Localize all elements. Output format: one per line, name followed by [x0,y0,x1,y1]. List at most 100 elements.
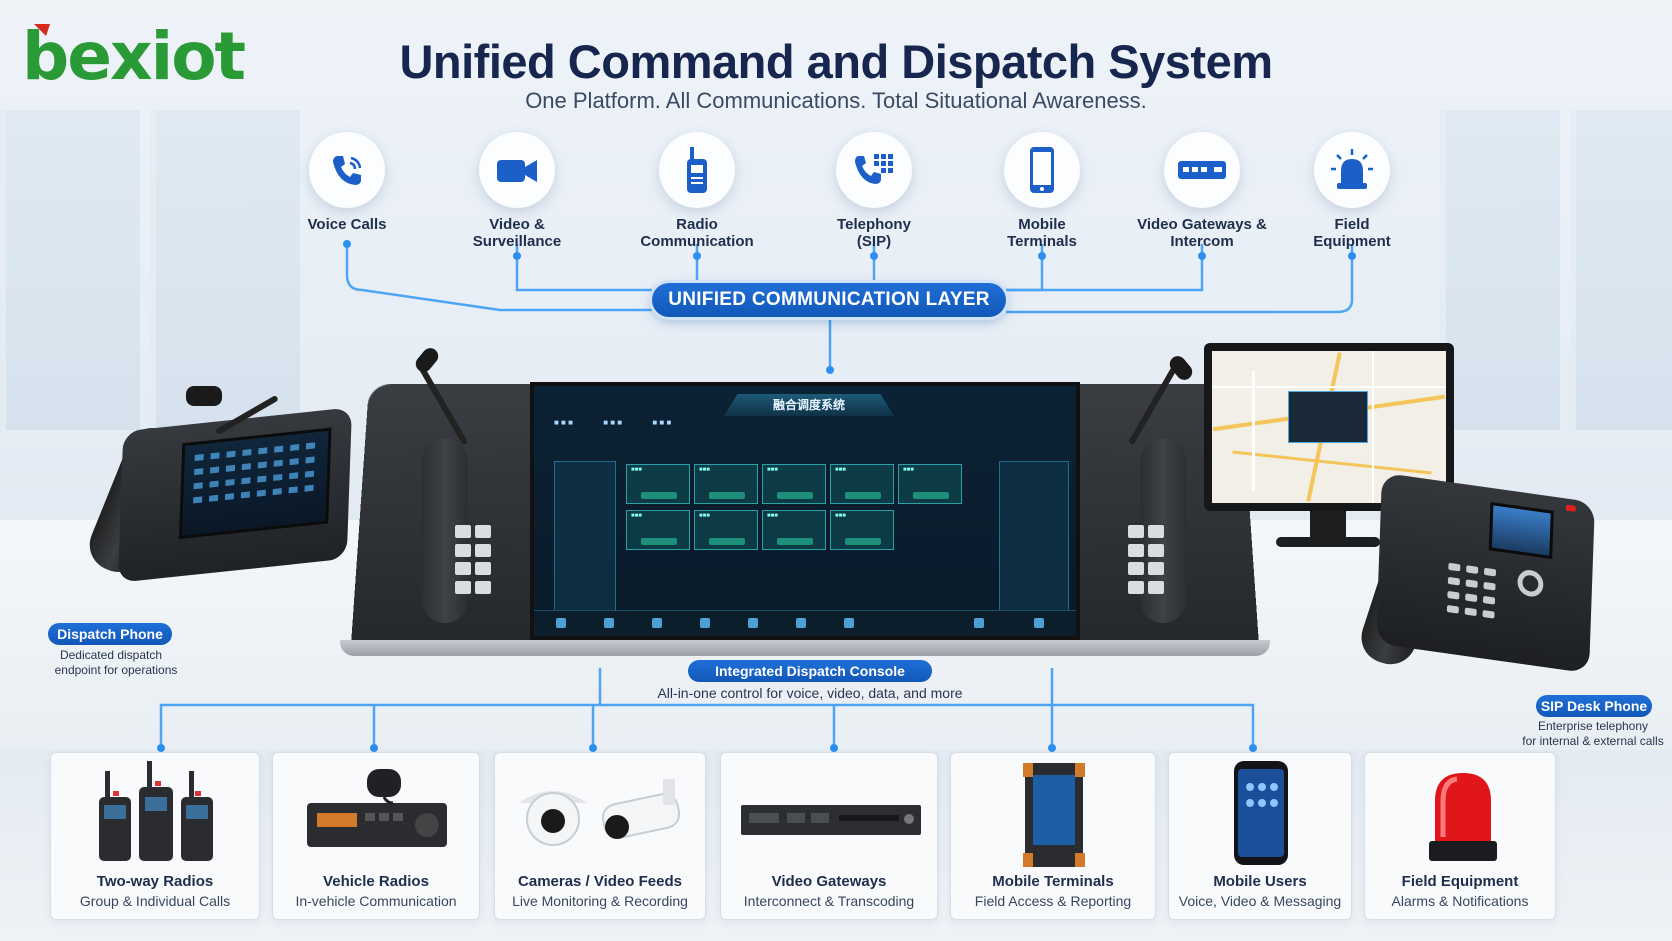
screen-tile[interactable]: ■■■ [830,510,894,550]
security-cameras-icon [519,779,681,846]
source-video-surveillance: Video & Surveillance [442,132,592,250]
endpoint-subtitle: Voice, Video & Messaging [1178,893,1342,909]
vehicle-radio-icon [307,769,447,847]
screen-tile[interactable]: ■■■ [762,510,826,550]
screen-tile[interactable]: ■■■ [626,464,690,504]
endpoint-subtitle: Field Access & Reporting [974,893,1132,909]
screen-tile[interactable]: ■■■ [694,464,758,504]
source-label: Field Equipment [1313,216,1391,250]
page-title: Unified Command and Dispatch System [399,35,1273,88]
endpoint-card-mobile-users: Mobile Users Voice, Video & Messaging [1168,752,1352,920]
sip-phone-nav-ring[interactable] [1517,568,1544,599]
background-window [0,110,140,430]
endpoint-title: Mobile Users [1213,873,1307,890]
toolbar-icon[interactable] [556,618,566,628]
dispatch-phone-badge: Dispatch Phone [48,623,172,645]
sip-phone-screen[interactable] [1488,502,1554,560]
gateway-device-icon [1178,161,1226,179]
screen-bottom-toolbar[interactable] [534,610,1076,636]
console-caption: All-in-one control for voice, video, dat… [657,685,963,701]
toolbar-icon[interactable] [652,618,662,628]
toolbar-icon[interactable] [844,618,854,628]
endpoint-card-video-gateways: Video Gateways Interconnect & Transcodin… [720,752,938,920]
dispatch-console-screen[interactable]: 融合调度系统 ■ ■ ■ ■ ■ ■ ■ ■ ■ ■■■ ■■■ ■■■ ■■■… [530,382,1080,640]
source-label: Video Gateways & Intercom [1137,216,1267,250]
endpoint-subtitle: In-vehicle Communication [295,893,457,909]
toolbar-icon[interactable] [796,618,806,628]
source-voice-calls: Voice Calls [272,132,422,233]
sip-phone-caption-line1: Enterprise telephony [1537,719,1649,733]
sip-desk-phone-badge: SIP Desk Phone [1536,695,1652,717]
background-window [150,110,300,430]
source-field-equipment: Field Equipment [1277,132,1427,250]
background-window [1440,110,1560,430]
dispatch-phone-mic [186,386,222,406]
endpoint-title: Video Gateways [771,873,887,890]
screen-title: 融合调度系统 [724,394,894,416]
screen-tile[interactable]: ■■■ [762,464,826,504]
endpoint-subtitle: Live Monitoring & Recording [512,893,688,909]
console-keypad-right[interactable] [1128,525,1164,595]
icon-circle [836,132,912,208]
screen-right-panel [999,461,1069,611]
endpoint-title: Mobile Terminals [992,873,1114,890]
monitor-foot [1276,537,1380,547]
endpoint-subtitle: Interconnect & Transcoding [743,893,915,909]
source-video-gateways-intercom: Video Gateways & Intercom [1127,132,1277,250]
endpoint-title: Two-way Radios [96,873,214,890]
screen-tile[interactable]: ■■■ [626,510,690,550]
toolbar-icon[interactable] [748,618,758,628]
phone-call-icon [333,156,362,185]
endpoint-title: Cameras / Video Feeds [518,873,682,890]
toolbar-icon[interactable] [700,618,710,628]
icon-circle [1004,132,1080,208]
console-keypad-left[interactable] [455,525,491,595]
screen-tile[interactable]: ■■■ [898,464,962,504]
integrated-dispatch-console-badge: Integrated Dispatch Console [688,660,932,682]
endpoint-title: Vehicle Radios [323,873,429,890]
logo-leaf-icon [34,24,50,36]
source-label: Telephony (SIP) [837,216,911,250]
source-radio-communication: Radio Communication [622,132,772,250]
logo-text: bexiot [22,18,246,95]
background-window [1570,110,1672,430]
red-alarm-beacon-icon [1429,773,1497,861]
endpoint-subtitle: Alarms & Notifications [1391,893,1529,909]
smartphone-app-icon [1234,761,1288,865]
screen-tab[interactable]: ■ ■ ■ [652,418,672,427]
endpoint-subtitle: Group & Individual Calls [79,893,231,909]
icon-circle [1164,132,1240,208]
video-camera-icon [497,160,537,182]
sip-phone-led [1565,504,1576,512]
endpoint-card-mobile-terminals: Mobile Terminals Field Access & Reportin… [950,752,1156,920]
screen-tile[interactable]: ■■■ [694,510,758,550]
source-label: Mobile Terminals [1007,216,1077,250]
page-subtitle: One Platform. All Communications. Total … [525,88,1147,113]
source-label: Video & Surveillance [472,216,562,250]
icon-circle [659,132,735,208]
screen-tab[interactable]: ■ ■ ■ [554,418,573,427]
dispatch-phone-caption-line2: endpoint for operations [54,663,178,677]
dispatch-phone-device [117,407,353,583]
toolbar-icon[interactable] [974,618,984,628]
screen-tab-strip[interactable]: ■ ■ ■ ■ ■ ■ ■ ■ ■ [554,418,699,427]
map-popup-panel[interactable] [1288,391,1368,443]
endpoint-card-cameras: Cameras / Video Feeds Live Monitoring & … [494,752,706,920]
toolbar-icon[interactable] [1034,618,1044,628]
endpoint-card-field-equipment: Field Equipment Alarms & Notifications [1364,752,1556,920]
screen-tab[interactable]: ■ ■ ■ [603,418,623,427]
alarm-beacon-icon [1331,149,1373,189]
video-gateway-rack-icon [741,805,921,835]
source-telephony-sip: Telephony (SIP) [799,132,949,250]
icon-circle [309,132,385,208]
brand-logo: bexiot [22,18,246,95]
toolbar-icon[interactable] [604,618,614,628]
two-way-radios-icon [99,761,213,861]
sip-phone-caption-line2: for internal & external calls [1522,734,1664,748]
screen-tile[interactable]: ■■■ [830,464,894,504]
dispatch-phone-screen[interactable] [178,427,332,540]
endpoint-title: Field Equipment [1401,873,1519,890]
monitor-stand [1310,511,1346,539]
sip-desk-phone-device [1376,472,1595,674]
